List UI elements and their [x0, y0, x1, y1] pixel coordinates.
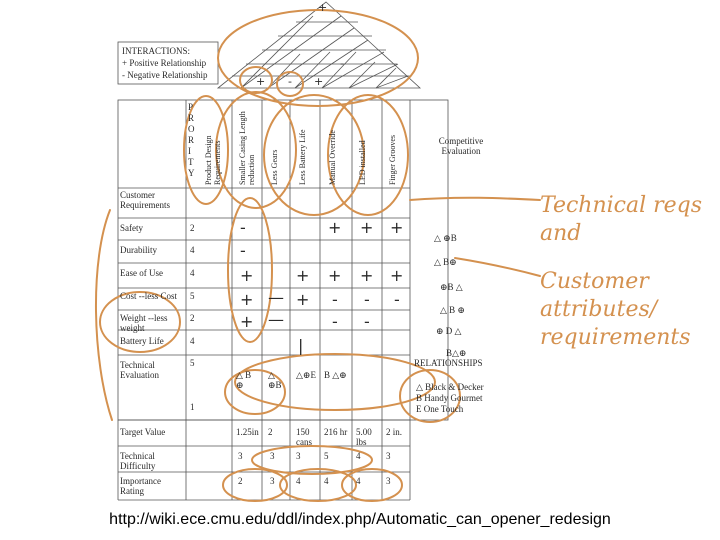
- difficulty-value: 3: [238, 451, 243, 461]
- row-priority: 4: [190, 245, 195, 255]
- interactions-positive-legend: + Positive Relationship: [122, 58, 207, 68]
- tech-eval-priority-bottom: 1: [190, 402, 195, 412]
- roof-mark: +: [318, 1, 328, 14]
- target-value: 2: [268, 427, 273, 437]
- technical-evaluation-label: Technical Evaluation: [120, 360, 159, 380]
- roof-mark: -: [288, 75, 292, 88]
- source-url: http://wiki.ece.cmu.edu/ddl/index.php/Au…: [109, 511, 611, 528]
- competitive-eval: △ ⊕B: [434, 233, 457, 243]
- importance-value: 4: [324, 476, 329, 486]
- target-value: 216 hr: [324, 427, 348, 437]
- difficulty-value: 3: [386, 451, 391, 461]
- relation-mark: +: [296, 290, 310, 309]
- target-value: 150 cans: [296, 427, 312, 447]
- row-label-cost: Cost --less Cost: [120, 291, 178, 301]
- target-value: 5.00 lbs: [356, 427, 372, 447]
- relation-mark: +: [360, 218, 374, 237]
- target-value: 1.25in: [236, 427, 259, 437]
- relation-mark: +: [240, 266, 254, 285]
- relation-mark: +: [390, 266, 404, 285]
- handwritten-note-technical-reqs: Technical reqs and: [540, 193, 703, 246]
- importance-rating-label: Importance Rating: [120, 476, 161, 496]
- technical-difficulty-label: Technical Difficulty: [120, 451, 156, 471]
- competitive-evaluation-header: Competitive Evaluation: [438, 136, 484, 156]
- tech-eval-comp: B△⊕: [446, 348, 467, 358]
- tech-eval-priority-top: 5: [190, 358, 195, 368]
- relation-mark: —: [268, 310, 284, 329]
- relation-mark: -: [332, 290, 338, 309]
- tech-req-finger-grooves: Finger Grooves: [388, 135, 397, 185]
- roof-mark: +: [256, 75, 266, 88]
- row-priority: 4: [190, 336, 195, 346]
- relation-mark: -: [364, 312, 370, 331]
- handwritten-note-customer-attributes: Customer attributes/ requirements: [540, 269, 691, 350]
- tech-req-product-design: Product Design Requirements: [204, 135, 222, 185]
- tech-req-smaller-casing: Smaller Casing Length reduction: [238, 111, 256, 185]
- competitive-eval: △ B⊕: [434, 257, 457, 267]
- row-priority: 5: [190, 291, 195, 301]
- relation-mark: +: [296, 266, 310, 285]
- relationship-item: B Handy Gourmet: [416, 393, 483, 403]
- priority-letter: O: [188, 124, 195, 134]
- relation-mark: -: [394, 290, 400, 309]
- tech-req-manual-override: Manual Override: [328, 130, 337, 185]
- row-label-ease-of-use: Ease of Use: [120, 268, 163, 278]
- row-priority: 2: [190, 313, 195, 323]
- relation-mark: -: [240, 218, 246, 237]
- relation-mark: +: [390, 218, 404, 237]
- priority-letter: R: [188, 113, 195, 123]
- roof-mark: -: [340, 57, 344, 70]
- difficulty-value: 5: [324, 451, 329, 461]
- relation-mark: —: [268, 288, 284, 307]
- tech-req-led-installed: LED installed: [358, 140, 367, 185]
- relation-mark: +: [328, 266, 342, 285]
- tech-req-less-battery-life: Less Battery Life: [298, 129, 307, 185]
- tech-eval-cell: △ B ⊕: [236, 370, 252, 390]
- competitive-eval: ⊕ D △: [436, 326, 462, 336]
- relation-mark: +: [360, 266, 374, 285]
- row-label-durability: Durability: [120, 245, 157, 255]
- importance-value: 2: [238, 476, 243, 486]
- interactions-negative-legend: - Negative Relationship: [122, 70, 208, 80]
- difficulty-value: 3: [296, 451, 301, 461]
- interactions-title: INTERACTIONS:: [122, 46, 190, 56]
- tech-eval-cell: △ ⊕B: [268, 370, 282, 390]
- row-label-weight: Weight --less weight: [120, 313, 168, 333]
- row-priority: 2: [190, 223, 195, 233]
- relation-mark: -: [240, 241, 246, 260]
- tech-req-less-gears: Less Gears: [270, 149, 279, 185]
- difficulty-value: 3: [270, 451, 275, 461]
- difficulty-value: 4: [356, 451, 361, 461]
- relation-mark: -: [332, 312, 338, 331]
- relation-mark: +: [240, 312, 254, 331]
- target-value-label: Target Value: [120, 427, 166, 437]
- importance-value: 4: [356, 476, 361, 486]
- tech-eval-cell: △⊕E: [296, 370, 316, 380]
- priority-letter: P: [188, 102, 194, 112]
- row-label-battery-life: Battery Life: [120, 336, 164, 346]
- row-priority: 4: [190, 268, 195, 278]
- target-value: 2 in.: [386, 427, 403, 437]
- importance-value: 3: [386, 476, 391, 486]
- priority-letter: I: [188, 146, 191, 156]
- relationship-item: △ Black & Decker: [416, 382, 484, 392]
- priority-letter: R: [188, 135, 195, 145]
- relationships-title: RELATIONSHIPS: [414, 358, 483, 368]
- relation-mark: |: [298, 336, 304, 355]
- importance-value: 3: [270, 476, 275, 486]
- row-label-safety: Safety: [120, 223, 143, 233]
- competitive-eval: ⊕B △: [440, 282, 463, 292]
- tech-eval-cell: B △⊕: [324, 370, 347, 380]
- roof-mark: +: [314, 75, 324, 88]
- importance-value: 4: [296, 476, 301, 486]
- customer-requirements-header: Customer Requirements: [120, 190, 170, 210]
- relation-mark: +: [328, 218, 342, 237]
- priority-letter: Y: [188, 168, 195, 178]
- relation-mark: +: [240, 290, 254, 309]
- relation-mark: -: [364, 290, 370, 309]
- priority-letter: T: [188, 157, 194, 167]
- competitive-eval: △ B ⊕: [440, 305, 465, 315]
- relationship-item: E One Touch: [416, 404, 464, 414]
